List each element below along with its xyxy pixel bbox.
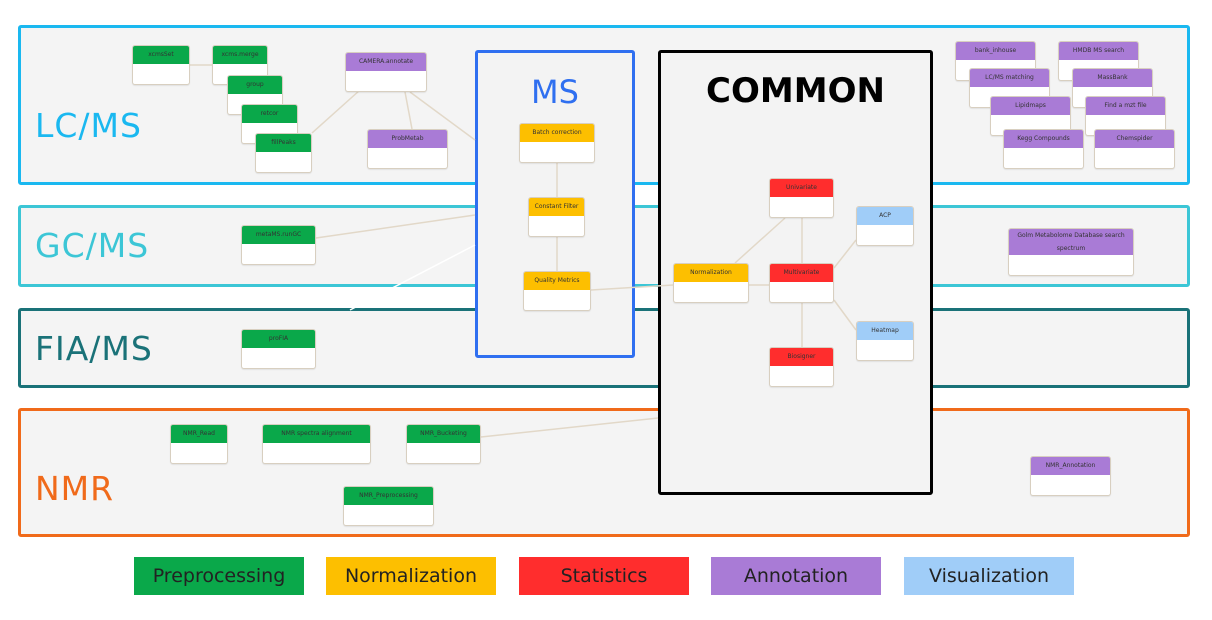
tool-node-label: retcor: [242, 105, 297, 123]
tool-node-label: metaMS.runGC: [242, 226, 315, 244]
legend-visualization: Visualization: [904, 557, 1074, 595]
tool-node-label: LC/MS matching: [970, 69, 1049, 87]
tool-node-label: group: [228, 76, 282, 94]
tool-node-label: Univariate: [770, 179, 833, 197]
tool-node[interactable]: NMR_Read: [170, 424, 228, 464]
tool-node[interactable]: CAMERA.annotate: [345, 52, 427, 92]
tool-node-label: fillPeaks: [256, 134, 311, 152]
tool-node-label: Heatmap: [857, 322, 913, 340]
panel-label: FIA/MS: [35, 329, 153, 368]
panel-label: NMR: [35, 469, 115, 508]
tool-node-label: HMDB MS search: [1059, 42, 1138, 60]
tool-node[interactable]: Golm Metabolome Database search spectrum: [1008, 228, 1134, 276]
tool-node-label: MassBank: [1073, 69, 1152, 87]
tool-node-label: Constant Filter: [529, 198, 584, 216]
tool-node[interactable]: NMR_Annotation: [1030, 456, 1111, 496]
tool-node[interactable]: Constant Filter: [528, 197, 585, 237]
panel-label: GC/MS: [35, 226, 150, 265]
tool-node[interactable]: Univariate: [769, 178, 834, 218]
panel-label: LC/MS: [35, 106, 142, 145]
legend-statistics: Statistics: [519, 557, 689, 595]
tool-node[interactable]: Kegg Compounds: [1003, 129, 1084, 169]
tool-node-label: Biosigner: [770, 348, 833, 366]
tool-node-label: Golm Metabolome Database search spectrum: [1009, 229, 1133, 255]
tool-node-label: Multivariate: [770, 264, 833, 282]
tool-node[interactable]: NMR_Preprocessing: [343, 486, 434, 526]
tool-node[interactable]: Biosigner: [769, 347, 834, 387]
tool-node[interactable]: NMR spectra alignment: [262, 424, 371, 464]
tool-node[interactable]: metaMS.runGC: [241, 225, 316, 265]
tool-node-label: Lipidmaps: [991, 97, 1070, 115]
tool-node-label: Batch correction: [520, 124, 594, 142]
tool-node-label: Chemspider: [1095, 130, 1174, 148]
tool-node-label: CAMERA.annotate: [346, 53, 426, 71]
legend-preprocessing: Preprocessing: [134, 557, 304, 595]
tool-node-label: Find a mzt file: [1086, 97, 1165, 115]
tool-node[interactable]: proFIA: [241, 329, 316, 369]
tool-node[interactable]: Batch correction: [519, 123, 595, 163]
tool-node-label: ProbMetab: [368, 130, 447, 148]
tool-node-label: NMR_Read: [171, 425, 227, 443]
tool-node-label: bank_inhouse: [956, 42, 1035, 60]
tool-node-label: ACP: [857, 207, 913, 225]
tool-node-label: xcmsSet: [133, 46, 189, 64]
tool-node-label: Quality Metrics: [524, 272, 590, 290]
ms-title: MS: [531, 73, 579, 111]
tool-node[interactable]: NMR_Bucketing: [406, 424, 481, 464]
tool-node[interactable]: ACP: [856, 206, 914, 246]
legend-normalization: Normalization: [326, 557, 496, 595]
common-title: COMMON: [706, 71, 885, 111]
tool-node[interactable]: Normalization: [673, 263, 749, 303]
tool-node[interactable]: ProbMetab: [367, 129, 448, 169]
tool-node[interactable]: Chemspider: [1094, 129, 1175, 169]
tool-node[interactable]: xcmsSet: [132, 45, 190, 85]
legend-annotation: Annotation: [711, 557, 881, 595]
tool-node-label: proFIA: [242, 330, 315, 348]
tool-node[interactable]: Quality Metrics: [523, 271, 591, 311]
tool-node-label: NMR spectra alignment: [263, 425, 370, 443]
tool-node-label: Kegg Compounds: [1004, 130, 1083, 148]
tool-node[interactable]: fillPeaks: [255, 133, 312, 173]
tool-node-label: NMR_Bucketing: [407, 425, 480, 443]
tool-node-label: Normalization: [674, 264, 748, 282]
tool-node-label: NMR_Annotation: [1031, 457, 1110, 475]
tool-node[interactable]: Multivariate: [769, 263, 834, 303]
tool-node[interactable]: MassBank: [1072, 68, 1153, 108]
tool-node-label: NMR_Preprocessing: [344, 487, 433, 505]
tool-node[interactable]: Heatmap: [856, 321, 914, 361]
tool-node-label: xcms.merge: [213, 46, 267, 64]
